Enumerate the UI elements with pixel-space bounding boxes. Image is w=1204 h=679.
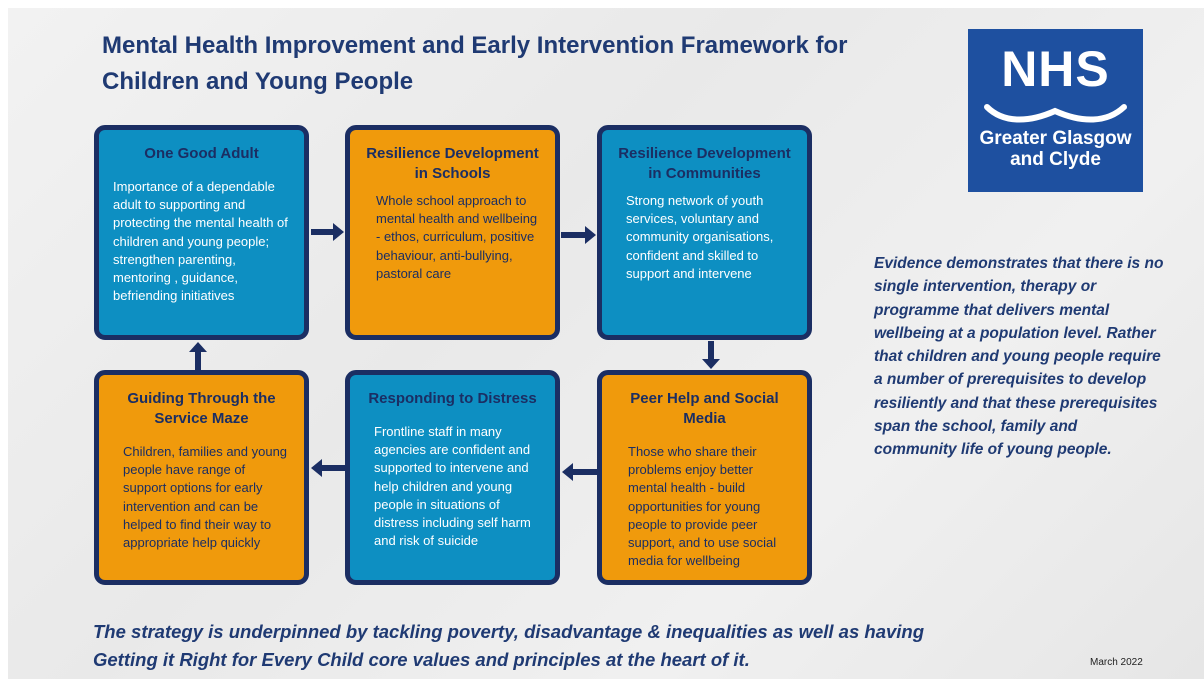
evidence-statement: Evidence demonstrates that there is no s…: [874, 255, 1164, 459]
strategy-statement: The strategy is underpinned by tackling …: [93, 621, 925, 670]
box-body: Importance of a dependable adult to supp…: [113, 179, 288, 304]
box-peer-help: Peer Help and Social Media Those who sha…: [597, 370, 812, 585]
box-heading: Peer Help and Social Media: [630, 390, 779, 427]
arrow-right-icon: [561, 226, 596, 244]
box-body: Children, families and young people have…: [123, 444, 288, 551]
page-title: Mental Health Improvement and Early Inte…: [102, 32, 848, 95]
box-heading: Guiding Through the Service Maze: [127, 390, 276, 427]
arrow-down-icon: [702, 341, 720, 369]
box-responding-distress: Responding to Distress Frontline staff i…: [345, 370, 560, 585]
arrow-left-icon: [562, 463, 597, 481]
box-heading: One Good Adult: [144, 145, 259, 162]
box-heading: Resilience Development in Communities: [618, 145, 791, 182]
box-body: Whole school approach to mental health a…: [376, 193, 538, 281]
box-heading: Resilience Development in Schools: [366, 145, 539, 182]
arrow-left-icon: [311, 459, 345, 477]
box-body: Strong network of youth services, volunt…: [626, 193, 774, 281]
publication-date: March 2022: [1090, 657, 1143, 668]
wave-icon: [984, 104, 1127, 123]
nhs-logo: NHS Greater Glasgow and Clyde: [968, 29, 1143, 192]
box-resilience-schools: Resilience Development in Schools Whole …: [345, 125, 560, 340]
box-body: Frontline staff in many agencies are con…: [374, 424, 531, 549]
arrow-up-icon: [189, 342, 207, 370]
box-resilience-communities: Resilience Development in Communities St…: [597, 125, 812, 340]
box-one-good-adult: One Good Adult Importance of a dependabl…: [94, 125, 309, 340]
nhs-wordmark: NHS: [1001, 41, 1110, 97]
box-heading: Responding to Distress: [368, 390, 537, 407]
box-service-maze: Guiding Through the Service Maze Childre…: [94, 370, 309, 585]
organisation-name: Greater Glasgow and Clyde: [979, 128, 1132, 170]
box-body: Those who share their problems enjoy bet…: [628, 444, 777, 569]
arrow-right-icon: [311, 223, 344, 241]
